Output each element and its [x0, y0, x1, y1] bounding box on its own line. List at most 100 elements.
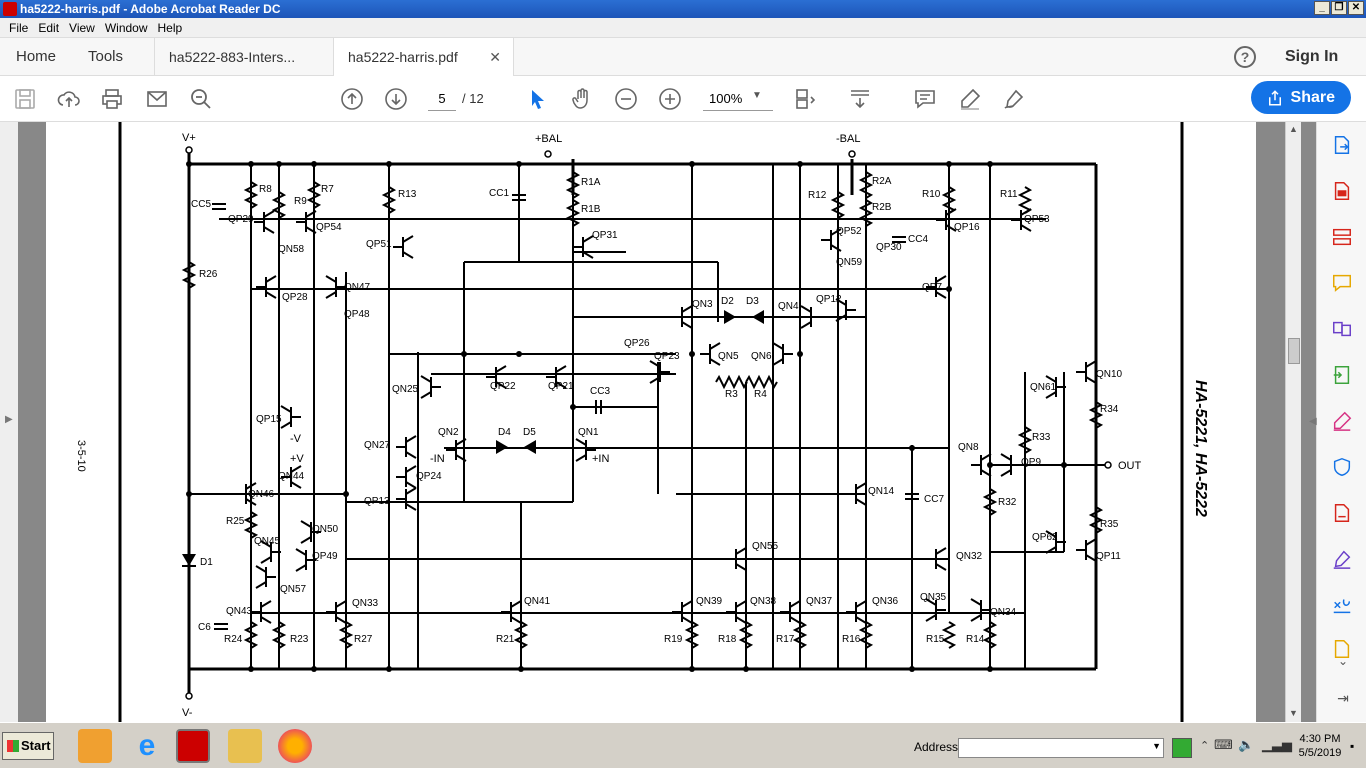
component-label-cc3: CC3	[590, 386, 610, 397]
start-button[interactable]: Start	[2, 732, 54, 760]
certificate-sign-icon[interactable]	[1331, 594, 1355, 616]
component-label-qn6: QN6	[751, 351, 772, 362]
zoom-dropdown-chevron-down-icon[interactable]: ▼	[752, 90, 762, 101]
component-label-qp11: QP11	[1096, 551, 1121, 562]
document-viewer[interactable]: ▶	[0, 122, 1316, 722]
share-label: Share	[1290, 89, 1335, 106]
save-icon[interactable]	[13, 87, 37, 111]
collapse-right-panel-chevron-left-icon[interactable]: ◀	[1309, 416, 1317, 427]
component-label-qn39: QN39	[696, 596, 723, 607]
send-signature-icon[interactable]	[1331, 548, 1355, 570]
search-icon[interactable]	[189, 87, 213, 111]
zoom-out-icon[interactable]	[614, 87, 638, 111]
clock-date: 5/5/2019	[1298, 747, 1342, 759]
sign-in-link[interactable]: Sign In	[1285, 48, 1339, 65]
select-cursor-icon[interactable]	[526, 87, 550, 111]
signal-icon[interactable]: ▁▃▅	[1262, 737, 1292, 752]
more-tools-icon[interactable]	[1331, 638, 1355, 660]
previous-page-icon[interactable]	[340, 87, 364, 111]
tray-chevron-up-icon[interactable]: ⌃	[1200, 740, 1210, 752]
left-panel-toggle[interactable]: ▶	[0, 122, 18, 722]
menu-view[interactable]: View	[69, 20, 95, 35]
edit-pdf-icon[interactable]	[1331, 502, 1355, 524]
network-icon[interactable]: ⌨	[1214, 737, 1233, 752]
page-number-input[interactable]: 5	[428, 87, 456, 111]
go-arrow-icon[interactable]	[1172, 738, 1192, 758]
scrollbar-thumb[interactable]	[1288, 338, 1300, 364]
component-label-r11: R11	[1000, 189, 1018, 200]
zoom-level-select[interactable]: 100%	[703, 87, 773, 111]
combine-files-icon[interactable]	[1331, 318, 1355, 340]
component-label-qn14: QN14	[868, 486, 895, 497]
print-icon[interactable]	[100, 87, 124, 111]
component-label-qp26: QP26	[624, 338, 650, 349]
expand-left-panel-chevron-right-icon[interactable]: ▶	[5, 414, 13, 425]
internet-explorer-icon[interactable]: e	[138, 729, 156, 762]
share-icon	[1269, 90, 1281, 106]
menu-help[interactable]: Help	[157, 20, 183, 35]
media-player-icon[interactable]	[78, 729, 112, 763]
power-rails	[187, 150, 1098, 696]
sign-pen-icon[interactable]	[1002, 87, 1026, 111]
neg-v-label: -V	[290, 433, 302, 445]
component-label-c6: C6	[198, 622, 211, 633]
next-page-icon[interactable]	[384, 87, 408, 111]
system-clock[interactable]: 4:30 PM 5/5/2019	[1290, 732, 1350, 760]
help-icon[interactable]: ?	[1234, 46, 1256, 68]
component-label-r1a: R1A	[581, 177, 601, 188]
comment-icon[interactable]	[913, 87, 937, 111]
restore-button[interactable]: ❐	[1331, 1, 1347, 15]
upload-cloud-icon[interactable]	[57, 87, 81, 111]
component-label-r23: R23	[290, 634, 309, 645]
address-bar-input[interactable]: ▼	[958, 738, 1164, 758]
component-label-r16: R16	[842, 634, 861, 645]
menu-edit[interactable]: Edit	[38, 20, 60, 35]
component-label-r15: R15	[926, 634, 945, 645]
more-tools-chevron-down-icon[interactable]: ⌄	[1337, 654, 1349, 668]
hand-tool-icon[interactable]	[570, 87, 594, 111]
component-label-qn2: QN2	[438, 427, 459, 438]
scroll-down-arrow-icon[interactable]: ▼	[1289, 708, 1298, 718]
address-dropdown-chevron-down-icon[interactable]: ▼	[1152, 741, 1161, 751]
component-label-qp23: QP23	[654, 351, 680, 362]
component-label-qn32: QN32	[956, 551, 983, 562]
component-label-qn1: QN1	[578, 427, 599, 438]
fit-page-icon[interactable]	[793, 87, 817, 111]
notifications-icon[interactable]: ▪	[1350, 739, 1355, 753]
file-explorer-icon[interactable]	[228, 729, 262, 763]
menu-window[interactable]: Window	[104, 20, 148, 35]
tab-doc-ha5222-883[interactable]: ha5222-883-Inters...	[154, 38, 334, 76]
component-label-qn36: QN36	[872, 596, 899, 607]
fill-sign-icon[interactable]	[1331, 410, 1355, 432]
compress-pdf-icon[interactable]	[1331, 364, 1355, 386]
component-label-qp28: QP28	[282, 292, 308, 303]
firefox-icon[interactable]	[278, 729, 312, 763]
acrobat-taskbar-icon[interactable]	[176, 729, 210, 763]
volume-icon[interactable]: 🔈	[1238, 737, 1255, 752]
component-label-qp24: QP24	[416, 471, 442, 482]
email-icon[interactable]	[145, 87, 169, 111]
export-pdf-icon[interactable]	[1331, 134, 1355, 156]
highlight-pen-icon[interactable]	[958, 87, 982, 111]
share-button[interactable]: Share	[1251, 81, 1351, 114]
collapse-panel-icon[interactable]: ⇥	[1337, 690, 1349, 706]
comment-tool-icon[interactable]	[1331, 272, 1355, 294]
create-pdf-icon[interactable]	[1331, 180, 1355, 202]
window-controls: _ ❐ ✕	[1314, 1, 1364, 15]
close-button[interactable]: ✕	[1348, 1, 1364, 15]
scroll-up-arrow-icon[interactable]: ▲	[1289, 124, 1298, 134]
menu-file[interactable]: File	[9, 20, 29, 35]
scroll-mode-icon[interactable]	[848, 87, 872, 111]
start-label: Start	[21, 738, 51, 753]
organize-pages-icon[interactable]	[1331, 226, 1355, 248]
close-tab-icon[interactable]: ✕	[489, 49, 501, 65]
protect-shield-icon[interactable]	[1331, 456, 1355, 478]
vertical-scrollbar[interactable]: ▲ ▼	[1285, 122, 1301, 722]
tab-doc-ha5222-harris[interactable]: ha5222-harris.pdf ✕	[334, 38, 514, 76]
tab-doc-label: ha5222-883-Inters...	[169, 49, 296, 65]
tab-home[interactable]: Home	[16, 48, 57, 65]
zoom-in-icon[interactable]	[658, 87, 682, 111]
diodes	[182, 310, 764, 567]
minimize-button[interactable]: _	[1314, 1, 1330, 15]
tab-tools[interactable]: Tools	[88, 48, 124, 65]
